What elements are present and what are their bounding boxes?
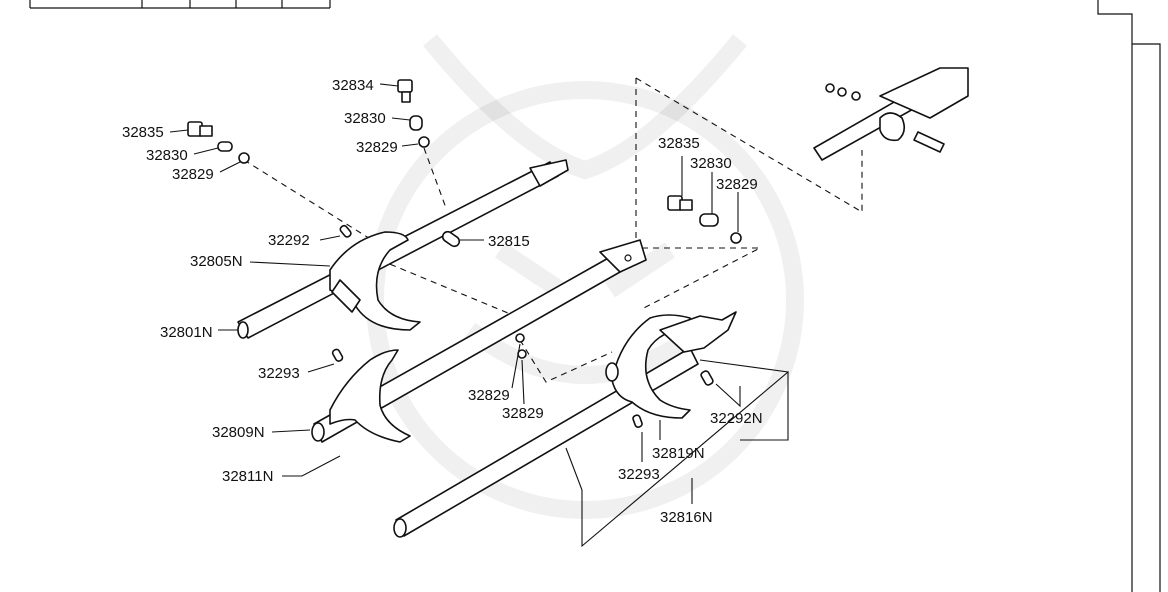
label-32815: 32815	[488, 233, 530, 250]
label-32829-left: 32829	[172, 166, 214, 183]
shift-fork-32809N	[311, 349, 411, 443]
label-32829-mid-b: 32829	[502, 405, 544, 422]
pin-32293-left	[331, 348, 344, 362]
bolt-32834	[397, 79, 413, 93]
shift-fork-32805N	[329, 231, 421, 331]
label-32830-right: 32830	[690, 155, 732, 172]
bolt-32834-stem	[401, 91, 411, 103]
hardware-parts	[187, 79, 742, 428]
pin-32293-right	[632, 414, 643, 428]
label-32819N: 32819N	[652, 445, 705, 462]
shift-rail-32801N	[237, 159, 569, 339]
label-32835-right: 32835	[658, 135, 700, 152]
shift-fork-32819N	[605, 311, 737, 419]
watermark-emblem	[366, 34, 804, 519]
part-labels: 32834 32830 32829 32835 32830 32829 3229…	[122, 77, 763, 526]
frame-fragment-top-left	[29, 0, 331, 9]
label-32829-top: 32829	[356, 139, 398, 156]
ball-32829-right	[730, 232, 742, 244]
label-32830-top: 32830	[344, 110, 386, 127]
ball-32829-top	[418, 136, 430, 148]
pin-32292	[339, 224, 352, 238]
inset-shaft-assembly	[813, 67, 969, 161]
spring-32830-top	[409, 115, 423, 131]
label-32293-left: 32293	[258, 365, 300, 382]
label-32811N: 32811N	[222, 468, 273, 485]
pin-32292N	[700, 370, 714, 386]
bolt-32835-left-stem	[199, 125, 213, 137]
label-32292N: 32292N	[710, 410, 763, 427]
label-32834: 32834	[332, 77, 374, 94]
label-32835-left: 32835	[122, 124, 164, 141]
label-32292: 32292	[268, 232, 310, 249]
label-32293-right: 32293	[618, 466, 660, 483]
label-32805N: 32805N	[190, 253, 243, 270]
frame-border-right	[1097, 0, 1161, 592]
label-32829-right: 32829	[716, 176, 758, 193]
label-32830-left: 32830	[146, 147, 188, 164]
label-32829-mid-a: 32829	[468, 387, 510, 404]
leader-lines	[169, 83, 790, 548]
pin-32815	[441, 230, 461, 248]
ball-32829-left	[238, 152, 250, 164]
label-32801N: 32801N	[160, 324, 213, 341]
spring-32830-left	[217, 141, 233, 152]
dashed-reference-lines	[243, 77, 863, 383]
bolt-32835-right-stem	[679, 199, 693, 211]
ball-32829-mid-a	[515, 333, 525, 343]
label-32809N: 32809N	[212, 424, 265, 441]
spring-32830-right	[699, 213, 719, 227]
label-32816N: 32816N	[660, 509, 713, 526]
